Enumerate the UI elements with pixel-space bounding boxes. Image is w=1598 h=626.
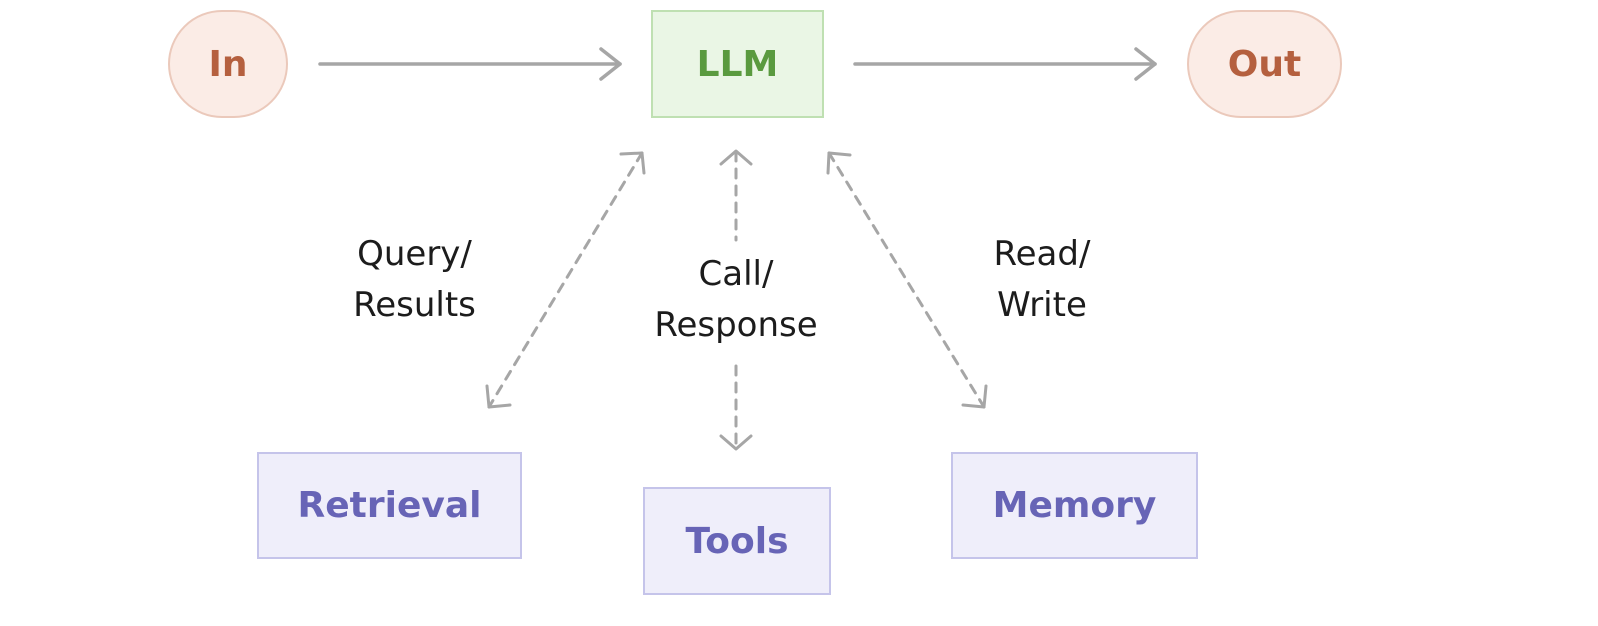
edge-label-call: Call/ xyxy=(698,254,774,294)
arrow-llm-memory-head-bottom xyxy=(961,384,988,409)
arrow-llm-retrieval-head-top xyxy=(619,151,646,175)
edge-label-call-response: Call/ Response xyxy=(636,249,836,351)
arrow-llm-to-out-head xyxy=(1134,47,1157,81)
node-llm-label: LLM xyxy=(696,43,779,85)
node-llm: LLM xyxy=(651,10,824,118)
arrow-llm-tools-head-top xyxy=(719,149,753,166)
edge-label-response: Response xyxy=(654,305,818,345)
edge-label-query: Query/ xyxy=(357,234,472,274)
node-memory-label: Memory xyxy=(992,485,1157,526)
arrow-llm-retrieval xyxy=(487,151,644,409)
arrow-llm-retrieval-head-bottom xyxy=(485,384,512,409)
node-in: In xyxy=(168,10,288,118)
arrow-llm-memory-head-top xyxy=(826,151,852,175)
node-out: Out xyxy=(1187,10,1342,118)
arrow-llm-memory xyxy=(827,151,986,409)
node-retrieval: Retrieval xyxy=(257,452,522,559)
arrow-in-to-llm-head xyxy=(599,47,622,81)
edge-label-write: Write xyxy=(997,285,1087,325)
edge-label-read: Read/ xyxy=(993,234,1091,274)
node-tools-label: Tools xyxy=(685,520,789,562)
node-tools: Tools xyxy=(643,487,831,595)
edge-label-read-write: Read/ Write xyxy=(962,229,1122,331)
node-out-label: Out xyxy=(1227,43,1302,85)
node-in-label: In xyxy=(208,43,248,85)
node-retrieval-label: Retrieval xyxy=(297,485,482,526)
edge-label-results: Results xyxy=(353,285,476,325)
arrow-llm-tools-head-bottom xyxy=(719,434,753,451)
edge-label-query-results: Query/ Results xyxy=(327,229,502,331)
node-memory: Memory xyxy=(951,452,1198,559)
